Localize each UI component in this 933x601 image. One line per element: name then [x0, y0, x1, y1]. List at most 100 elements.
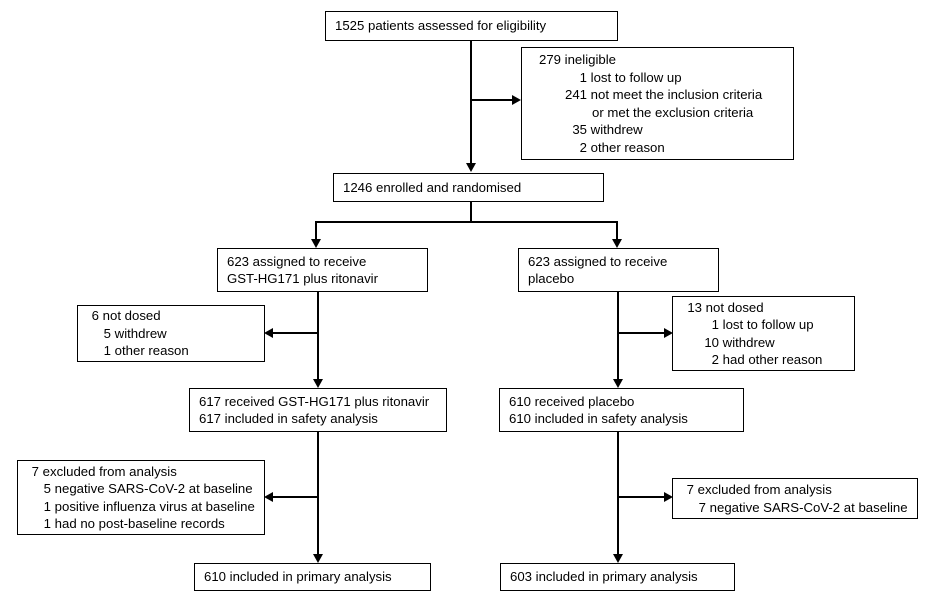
excluded-placebo-item-num: 7: [698, 499, 706, 515]
not-dosed-placebo-item-num: 10: [704, 334, 719, 350]
ineligible-item: 1 lost to follow up: [522, 69, 793, 87]
not-dosed-treatment-item-num: 1: [103, 343, 111, 359]
ineligible-header-num: 279: [538, 52, 561, 67]
ineligible-header-text: ineligible: [561, 52, 616, 67]
connector-assessed-to-enrolled: [470, 41, 472, 164]
arrowhead-not-dosed-placebo: [664, 328, 673, 338]
connector-assessed-to-ineligible: [470, 99, 513, 101]
excluded-treatment-item: 5 negative SARS-CoV-2 at baseline: [18, 480, 264, 498]
excluded-placebo-item-text: negative SARS-CoV-2 at baseline: [706, 499, 908, 515]
arrowhead-primary-treatment: [313, 554, 323, 563]
node-assigned-treatment: 623 assigned to receive GST-HG171 plus r…: [217, 248, 428, 292]
not-dosed-treatment-item-text: other reason: [111, 343, 189, 359]
not-dosed-placebo-header-text: not dosed: [702, 299, 764, 315]
not-dosed-placebo-header: 13 not dosed: [673, 299, 854, 317]
ineligible-item-text: other reason: [587, 139, 665, 155]
assessed-label: 1525 patients assessed for eligibility: [335, 18, 547, 34]
not-dosed-placebo-header-num: 13: [687, 299, 702, 315]
connector-randomisation-split: [315, 221, 618, 223]
excluded-treatment-item-text: had no post-baseline records: [51, 516, 225, 531]
connector-excluded-treatment: [272, 496, 318, 498]
ineligible-item-text: lost to follow up: [587, 69, 682, 85]
node-received-treatment: 617 received GST-HG171 plus ritonavir 61…: [189, 388, 447, 432]
assigned-treatment-line1: 623 assigned to receive: [227, 253, 367, 269]
ineligible-item-num: 241: [564, 87, 587, 102]
not-dosed-placebo-item-text: withdrew: [719, 334, 775, 350]
node-not-dosed-treatment: 6 not dosed 5 withdrew 1 other reason: [77, 305, 265, 362]
not-dosed-placebo-item: 1 lost to follow up: [673, 316, 854, 334]
excluded-placebo-item: 7 negative SARS-CoV-2 at baseline: [673, 499, 917, 517]
excluded-treatment-item: 1 positive influenza virus at baseline: [18, 498, 264, 516]
arrowhead-excluded-treatment: [264, 492, 273, 502]
excluded-placebo-header: 7 excluded from analysis: [673, 481, 917, 499]
node-ineligible: 279 ineligible 1 lost to follow up 241 n…: [521, 47, 794, 160]
ineligible-item-num: 35: [572, 122, 587, 137]
node-excluded-placebo: 7 excluded from analysis 7 negative SARS…: [672, 478, 918, 519]
node-not-dosed-placebo: 13 not dosed 1 lost to follow up 10 with…: [672, 296, 855, 371]
excluded-treatment-item-num: 1: [43, 516, 51, 531]
assigned-placebo-line2: placebo: [528, 271, 575, 286]
excluded-treatment-item-text: negative SARS-CoV-2 at baseline: [51, 481, 253, 496]
excluded-treatment-item-num: 5: [43, 481, 51, 496]
ineligible-header: 279 ineligible: [522, 51, 793, 69]
not-dosed-placebo-item: 2 had other reason: [673, 351, 854, 369]
assigned-placebo-line1: 623 assigned to receive: [528, 253, 668, 269]
not-dosed-treatment-item-text: withdrew: [111, 325, 167, 341]
not-dosed-treatment-header-num: 6: [91, 308, 99, 324]
excluded-treatment-item-num: 1: [43, 498, 51, 514]
arrowhead-received-treatment: [313, 379, 323, 388]
not-dosed-treatment-item-num: 5: [103, 325, 111, 341]
arrowhead-ineligible: [512, 95, 521, 105]
primary-treatment-label: 610 included in primary analysis: [204, 569, 392, 585]
ineligible-item: 35 withdrew: [522, 121, 793, 139]
connector-enrolled-stem: [470, 202, 472, 222]
connector-received-to-primary-placebo: [617, 432, 619, 556]
connector-not-dosed-placebo: [618, 332, 665, 334]
arrowhead-not-dosed-treatment: [264, 328, 273, 338]
arrowhead-enrolled: [466, 163, 476, 172]
node-primary-analysis-treatment: 610 included in primary analysis: [194, 563, 431, 591]
not-dosed-treatment-header-text: not dosed: [99, 308, 161, 324]
arrowhead-assigned-treatment: [311, 239, 321, 248]
received-treatment-line1: 617 received GST-HG171 plus ritonavir: [199, 393, 430, 409]
ineligible-item-text: not meet the inclusion criteria: [587, 87, 763, 102]
node-received-placebo: 610 received placebo 610 included in saf…: [499, 388, 744, 432]
not-dosed-placebo-item: 10 withdrew: [673, 334, 854, 352]
ineligible-item-num: 2: [579, 139, 587, 155]
not-dosed-placebo-item-num: 2: [711, 352, 719, 367]
ineligible-item: 241 not meet the inclusion criteria: [522, 86, 793, 104]
ineligible-item: 2 other reason: [522, 139, 793, 157]
connector-not-dosed-treatment: [272, 332, 318, 334]
arrowhead-assigned-placebo: [612, 239, 622, 248]
not-dosed-treatment-item: 1 other reason: [78, 342, 264, 360]
enrolled-label: 1246 enrolled and randomised: [343, 179, 522, 195]
excluded-treatment-header-text: excluded from analysis: [39, 463, 177, 479]
node-assessed-for-eligibility: 1525 patients assessed for eligibility: [325, 11, 618, 41]
arrowhead-excluded-placebo: [664, 492, 673, 502]
connector-split-right: [616, 221, 618, 241]
primary-placebo-label: 603 included in primary analysis: [510, 569, 698, 585]
excluded-placebo-header-num: 7: [686, 482, 694, 497]
not-dosed-placebo-item-num: 1: [711, 317, 719, 332]
excluded-treatment-header: 7 excluded from analysis: [18, 463, 264, 481]
node-primary-analysis-placebo: 603 included in primary analysis: [500, 563, 735, 591]
connector-excluded-placebo: [618, 496, 665, 498]
connector-split-left: [315, 221, 317, 241]
ineligible-item-continuation: or met the exclusion criteria: [522, 104, 793, 122]
not-dosed-treatment-item: 5 withdrew: [78, 325, 264, 343]
node-excluded-treatment: 7 excluded from analysis 5 negative SARS…: [17, 460, 265, 535]
excluded-treatment-header-num: 7: [31, 463, 39, 479]
received-placebo-line2: 610 included in safety analysis: [509, 411, 688, 426]
ineligible-item-text: or met the exclusion criteria: [592, 104, 754, 120]
excluded-treatment-item: 1 had no post-baseline records: [18, 515, 264, 533]
assigned-treatment-line2: GST-HG171 plus ritonavir: [227, 271, 378, 286]
node-assigned-placebo: 623 assigned to receive placebo: [518, 248, 719, 292]
arrowhead-primary-placebo: [613, 554, 623, 563]
ineligible-item-num: [531, 104, 592, 122]
excluded-treatment-item-text: positive influenza virus at baseline: [51, 498, 255, 514]
connector-received-to-primary-treatment: [317, 432, 319, 556]
node-enrolled-randomised: 1246 enrolled and randomised: [333, 173, 604, 202]
arrowhead-received-placebo: [613, 379, 623, 388]
received-placebo-line1: 610 received placebo: [509, 393, 635, 409]
